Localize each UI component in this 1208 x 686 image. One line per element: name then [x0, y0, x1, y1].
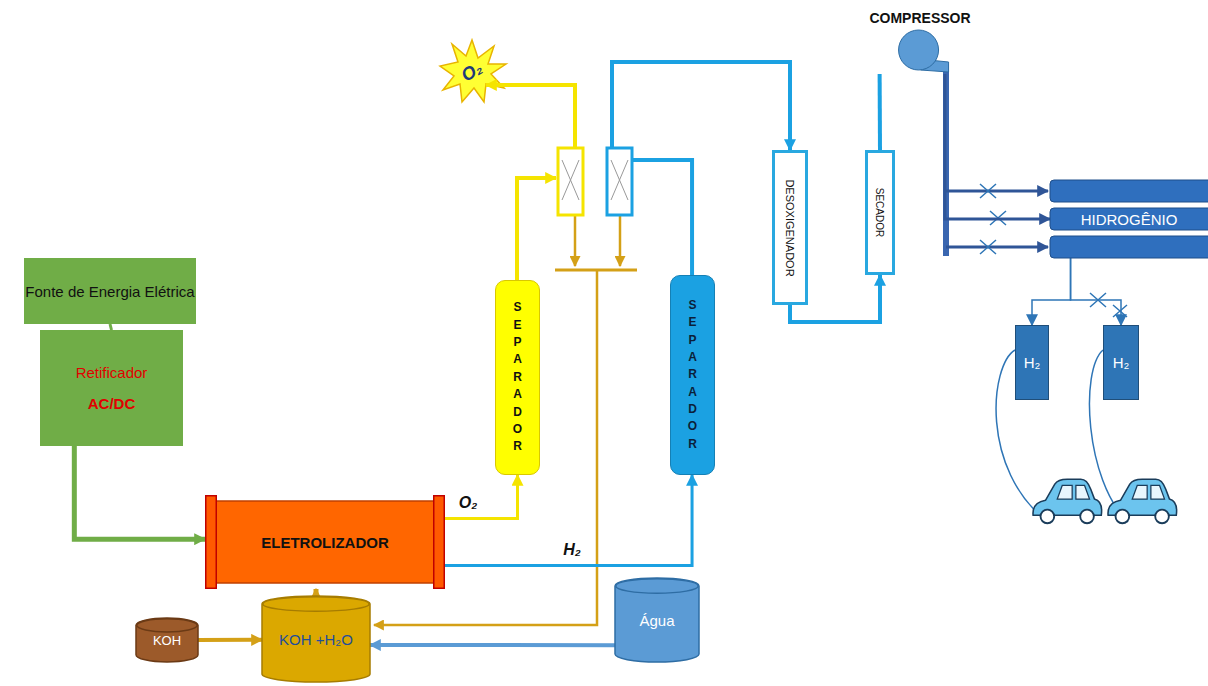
node-label: KOH: [153, 633, 181, 648]
hydrogen-cylinder: H₂: [1015, 325, 1049, 400]
node-label: KOH +H₂O: [279, 631, 353, 648]
tank-top: [263, 597, 370, 612]
car-body: [1033, 479, 1102, 515]
valve-mark: [980, 240, 996, 254]
hydrogen-cylinder: H₂: [1103, 325, 1139, 400]
node-label: HIDROGÊNIO: [1081, 211, 1178, 228]
node-label: Retificador: [76, 364, 148, 381]
electrolyte-feed-arrow: [314, 589, 319, 596]
condensate-drop: [574, 215, 577, 266]
text-group: COMPRESSOR: [869, 10, 970, 26]
water-feed-arrow: [370, 643, 615, 647]
tank-top: [616, 579, 699, 594]
text-group: Fonte de Energia Elétrica: [25, 283, 194, 300]
text-group: SEPARADOR: [512, 299, 524, 456]
separator-column: SEPARADOR: [495, 280, 540, 475]
tank-body: [262, 596, 370, 682]
car-wheel: [1080, 510, 1094, 524]
heat-exchanger-cross: [562, 160, 579, 200]
car-illustration: [1108, 479, 1177, 523]
node-label: SEPARADOR: [512, 299, 524, 456]
text-group: DESOXIGENADOR: [775, 222, 805, 234]
car-window: [1057, 485, 1089, 499]
text-group: KOH: [153, 633, 181, 648]
manifold-branch: [945, 74, 1050, 219]
koh-feed-arrow: [198, 638, 262, 642]
flow-label: O₂: [457, 494, 480, 512]
power-source-box: Fonte de Energia Elétrica: [24, 258, 196, 324]
compressor: COMPRESSOR: [863, 10, 976, 74]
oxygen-vent-line: [486, 85, 575, 148]
compressor-body: [899, 30, 939, 70]
text-group: H₂: [1113, 354, 1130, 371]
electrolyzer-body: [216, 501, 434, 583]
separator-column: SEPARADOR: [670, 275, 715, 475]
tank-body: [615, 578, 699, 662]
hydrogen-line: [878, 74, 882, 150]
text-group: KOH +H₂O: [279, 631, 353, 648]
storage-bank: [1050, 208, 1208, 230]
oxygen-line: [445, 475, 518, 519]
water-tank: Água: [615, 578, 699, 662]
valve-mark: [1113, 305, 1127, 317]
filling-line: [1071, 258, 1121, 325]
car-window: [1132, 485, 1164, 499]
text-group: Água: [639, 612, 674, 629]
manifold-branch: [946, 246, 1048, 249]
node-label: AC/DC: [88, 395, 136, 412]
node-label: COMPRESSOR: [869, 10, 970, 26]
dc-supply-arrow: [74, 446, 205, 539]
car-wheel: [1155, 510, 1169, 524]
text-group: SEPARADOR: [687, 297, 699, 454]
electrolyzer-end-plate: [434, 496, 445, 589]
text-group: H₂: [1024, 354, 1041, 371]
storage-bank: [1050, 236, 1208, 258]
node-label: SEPARADOR: [687, 297, 699, 454]
car-wheel: [1116, 510, 1130, 524]
node-label: DESOXIGENADOR: [784, 179, 796, 276]
node-label: Água: [639, 612, 674, 629]
electrolyte-tank: KOH +H₂O: [262, 596, 370, 682]
electrolyzer-end-plate: [206, 496, 217, 589]
dryer-box: SECADOR: [865, 150, 895, 275]
node-label: SECADOR: [875, 188, 886, 237]
hydrogen-line: [612, 62, 790, 275]
valve-mark: [980, 184, 996, 198]
heat-exchanger: [558, 148, 583, 215]
flow-label: H₂: [561, 541, 583, 559]
node-label: ELETROLIZADOR: [261, 534, 389, 551]
car-wheel: [1041, 510, 1055, 524]
node-label: Fonte de Energia Elétrica: [25, 283, 194, 300]
heat-exchanger-cross: [611, 160, 628, 200]
deoxygenator-box: DESOXIGENADOR: [772, 150, 808, 305]
filling-line: [1032, 258, 1071, 325]
car-illustration: [1033, 479, 1102, 523]
oxygen-starburst: [440, 40, 506, 102]
text-group: SECADOR: [868, 207, 892, 218]
condensate-drop: [619, 215, 622, 266]
koh-drum: KOH: [136, 618, 198, 662]
text-group: ELETROLIZADOR: [261, 534, 389, 551]
storage-bank: [1050, 180, 1208, 202]
manifold-branch: [946, 190, 1048, 193]
tank-body: [136, 618, 198, 662]
oxygen-to-exchanger-line: [517, 178, 556, 280]
tank-top: [137, 619, 198, 632]
node-label: H₂: [1024, 354, 1041, 371]
text-group: RetificadorAC/DC: [76, 364, 148, 412]
heat-exchanger: [607, 148, 632, 215]
text-group: HIDROGÊNIO: [1081, 211, 1178, 228]
node-label: H₂: [1113, 354, 1130, 371]
hydrogen-storage: HIDROGÊNIO: [1050, 180, 1208, 258]
electrolyzer-box: ELETROLIZADOR: [205, 495, 445, 589]
rectifier-box: RetificadorAC/DC: [40, 330, 183, 446]
hydrogen-line: [445, 475, 692, 566]
car-body: [1108, 479, 1177, 515]
